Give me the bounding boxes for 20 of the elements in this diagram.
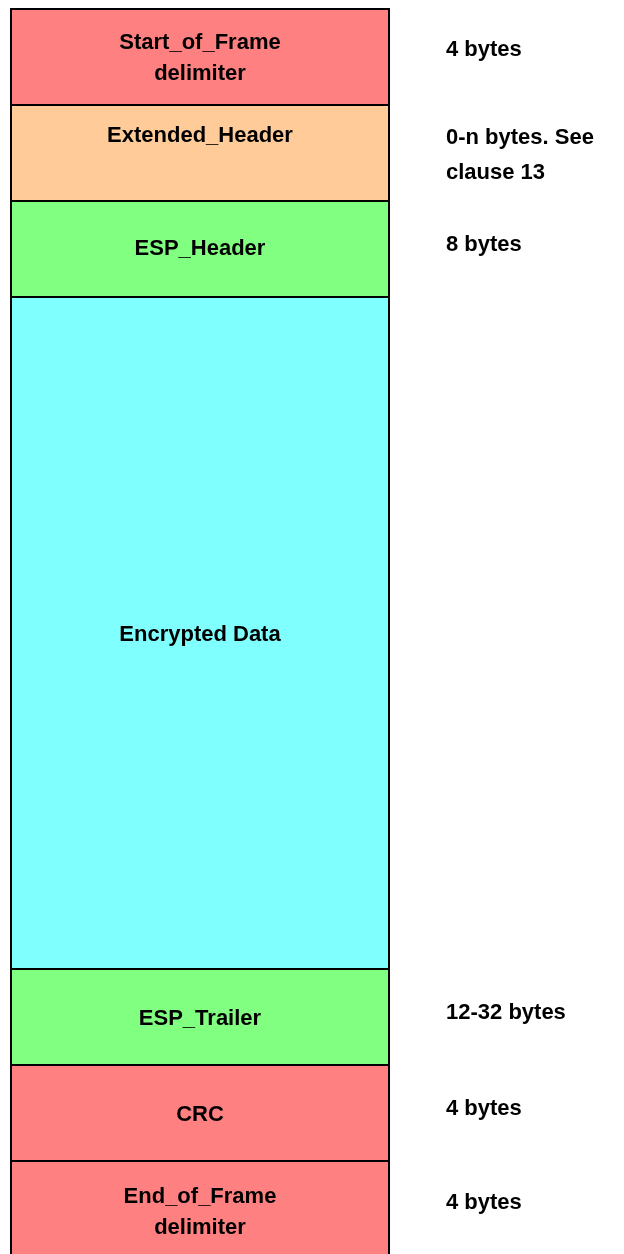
field-name: Extended_Header [106, 121, 294, 149]
frame-field-block [10, 104, 390, 202]
field-name: End_of_Frame delimiter [122, 1182, 278, 1241]
field-name: Start_of_Frame delimiter [118, 28, 282, 87]
field-size: 4 bytes [446, 35, 523, 63]
frame-field-block [10, 8, 390, 106]
field-size: 4 bytes [446, 1094, 523, 1122]
field-name: ESP_Trailer [137, 1003, 263, 1032]
frame-field-block [10, 968, 390, 1066]
field-size: 12-32 bytes [446, 998, 567, 1026]
field-size: 4 bytes [446, 1188, 523, 1216]
field-size: 8 bytes [446, 230, 523, 258]
field-name: CRC [175, 1099, 225, 1128]
frame-field-block [10, 200, 390, 298]
field-name: ESP_Header [133, 234, 267, 262]
field-size: 0-n bytes. See clause 13 [446, 123, 595, 186]
field-name: Encrypted Data [118, 619, 282, 648]
frame-field-block [10, 296, 390, 970]
frame-field-block [10, 1160, 390, 1254]
frame-field-block [10, 1064, 390, 1162]
